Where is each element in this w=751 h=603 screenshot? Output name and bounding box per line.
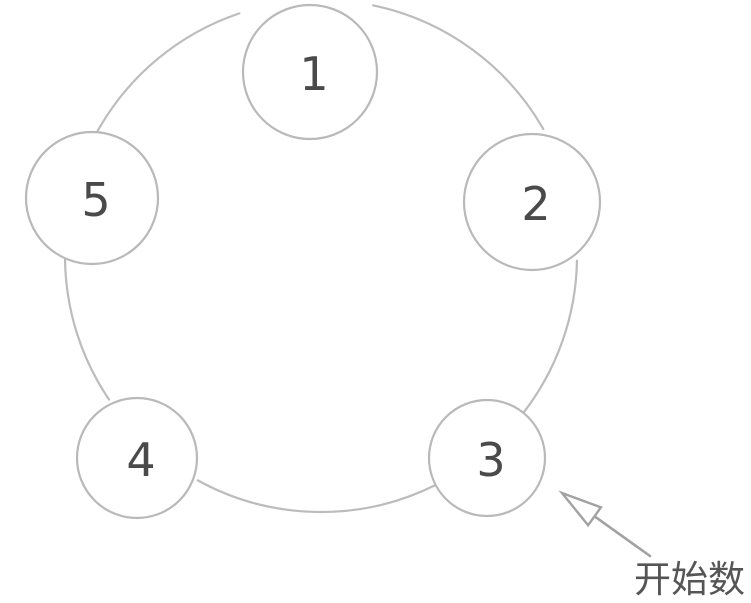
node-circle-5[interactable] <box>24 130 160 266</box>
arc-node1-to-node2 <box>372 4 545 131</box>
arc-node3-to-node4 <box>196 479 436 514</box>
node-label-4: 4 <box>126 433 155 487</box>
start-label: 开始数 <box>634 558 745 601</box>
node-circle-4[interactable] <box>75 396 199 520</box>
node-group-3[interactable]: 3 <box>427 398 547 518</box>
arrow-shaft-icon <box>593 514 652 558</box>
node-label-5: 5 <box>81 173 110 227</box>
node-circle-3[interactable] <box>427 398 547 518</box>
node-group-1[interactable]: 1 <box>241 3 379 141</box>
arc-node5-to-node1 <box>96 12 241 133</box>
node-circle-2[interactable] <box>462 132 602 272</box>
arrow-head-icon <box>558 490 603 528</box>
arc-node2-to-node3 <box>523 259 579 413</box>
connector-arcs <box>63 4 579 514</box>
start-annotation: 开始数 <box>558 490 745 601</box>
node-group-4[interactable]: 4 <box>75 396 199 520</box>
arc-node4-to-node5 <box>63 258 111 401</box>
node-label-3: 3 <box>476 433 505 487</box>
node-label-2: 2 <box>521 177 550 231</box>
node-group-2[interactable]: 2 <box>462 132 602 272</box>
node-circle-1[interactable] <box>241 3 379 141</box>
node-label-1: 1 <box>299 47 328 101</box>
node-group-5[interactable]: 5 <box>24 130 160 266</box>
